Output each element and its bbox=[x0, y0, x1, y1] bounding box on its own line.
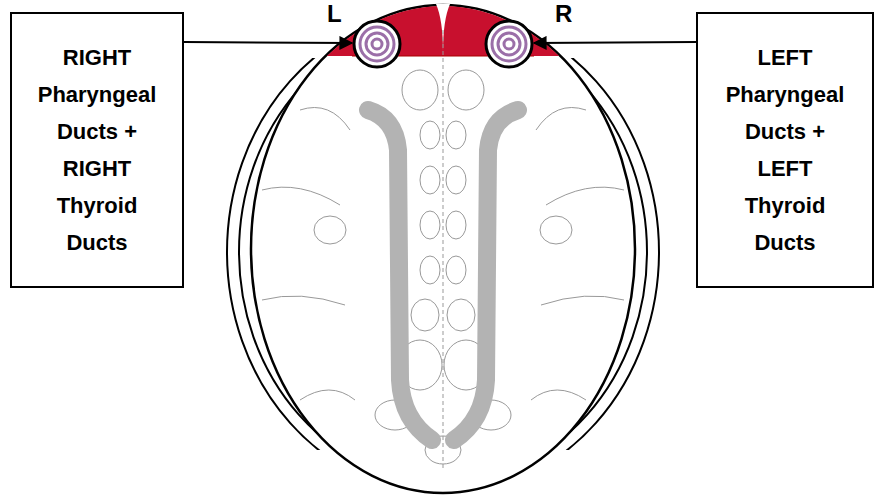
duct-rings bbox=[354, 21, 532, 67]
inner-structures bbox=[262, 30, 624, 470]
label-box: RIGHT Pharyngeal Ducts + RIGHT Thyroid D… bbox=[10, 12, 184, 288]
side-label: L bbox=[327, 2, 342, 26]
embryo-outline bbox=[251, 5, 635, 493]
leader-line bbox=[184, 42, 352, 43]
side-label: R bbox=[555, 2, 572, 26]
grey-band bbox=[368, 110, 432, 440]
grey-band bbox=[454, 110, 518, 440]
box-text: LEFT Pharyngeal Ducts + LEFT Thyroid Duc… bbox=[726, 39, 845, 261]
label-box: LEFT Pharyngeal Ducts + LEFT Thyroid Duc… bbox=[696, 12, 874, 288]
leader-line bbox=[534, 42, 696, 43]
box-text: RIGHT Pharyngeal Ducts + RIGHT Thyroid D… bbox=[38, 39, 157, 261]
